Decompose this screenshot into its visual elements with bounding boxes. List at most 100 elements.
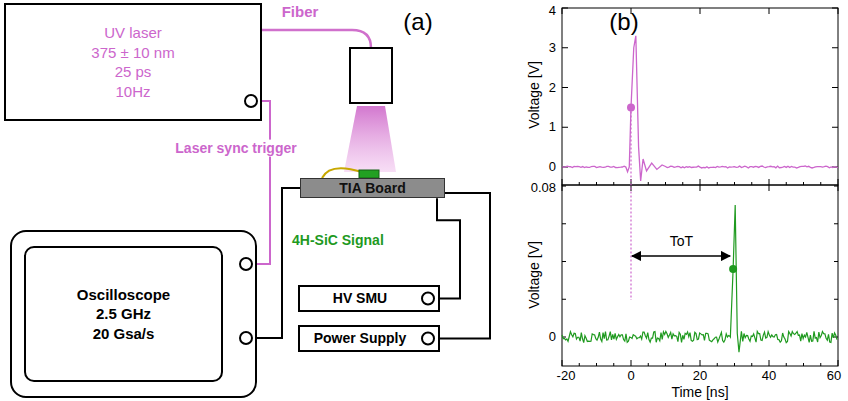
axis-tick [751,182,752,185]
axis-tick [613,182,614,185]
axis-tick [803,363,804,366]
tot-arrow [632,255,730,256]
axis-tick [579,182,580,185]
tick-label: 0.08 [531,180,556,196]
axis-tick [832,47,838,48]
axis-tick [769,8,770,14]
axis-tick [562,8,563,14]
screen-panel: Oscilloscope2.5 GHz20 Gsa/s [24,246,223,382]
axis-tick [769,185,770,191]
node-text: UV laser [104,23,162,43]
axis-tick [682,182,683,185]
axis-tick [562,299,566,300]
axis-tick [820,363,821,366]
fiber-cable [262,30,371,48]
axis-tick [834,223,838,224]
tia-board: TIA Board [300,178,445,198]
axis-tick [700,8,701,14]
trigger-guide [630,107,631,300]
tick-label: 3 [549,40,556,56]
axis-tick [579,363,580,366]
axis-tick [562,8,568,9]
panel-label: (b) [609,8,638,37]
node-text: 25 ps [115,62,152,82]
tick-label: 1 [549,119,556,135]
axis-title: Voltage [V] [526,241,543,309]
tick-label: 0 [549,329,556,345]
threshold-dot [627,103,635,111]
axis-tick [613,363,614,366]
axis-tick [682,363,683,366]
axis-tick [803,182,804,185]
axis-tick [734,363,735,366]
axis-tick [562,360,563,366]
node-text: Oscilloscope [77,285,170,305]
axis-tick [734,182,735,185]
connector-jack [422,293,434,305]
tick-label: 4 [549,3,556,19]
axis-tick [562,127,568,128]
node-text: HV SMU [333,289,387,307]
axis-tick [648,363,649,366]
laser-trace [562,36,838,181]
tick-label: 60 [827,368,841,384]
axis-tick [769,179,770,185]
axis-tick [717,182,718,185]
axis-tick [665,182,666,185]
threshold-dot [729,265,737,273]
axis-tick [838,179,839,185]
node-text: 20 Gsa/s [93,324,155,344]
tick-label: 0 [549,159,556,175]
tick-label: 0 [627,368,634,384]
axis-tick [832,8,838,9]
plot-frame [562,185,838,366]
sic-chip [359,170,379,178]
axis-tick [834,261,838,262]
axis-tick [562,223,566,224]
power-supply-box: Power Supply [298,325,440,352]
axis-tick [562,87,568,88]
tick-label: 40 [762,368,776,384]
tick-label: 20 [693,368,707,384]
node-text: Power Supply [314,329,407,347]
cable [257,188,300,338]
axis-tick [838,360,839,366]
laser-box: UV laser375 ± 10 nm25 ps10Hz [4,3,262,121]
axis-tick [786,182,787,185]
node-text: 375 ± 10 nm [91,43,174,63]
annotation-label: ToT [670,233,693,250]
cable [257,101,270,264]
axis-tick [700,179,701,185]
fiber-label: Fiber [282,3,319,21]
axis-tick [562,261,566,262]
axis-tick [786,363,787,366]
plot-frame [562,8,838,185]
hv-smu-box: HV SMU [298,285,440,312]
axis-tick [596,182,597,185]
axis-tick [820,182,821,185]
axis-tick [832,127,838,128]
edge-label: Laser sync trigger [173,140,298,157]
axis-tick [834,186,838,187]
axis-tick [717,363,718,366]
tick-label: 2 [549,80,556,96]
connector-jack [240,332,252,344]
oscilloscope: Oscilloscope2.5 GHz20 Gsa/s [10,230,257,398]
cable [437,198,460,298]
cable [440,193,490,339]
node-text: TIA Board [339,179,405,197]
panel-label: (a) [403,8,432,37]
connector-jack [245,95,257,107]
node-text: 10Hz [115,82,150,102]
axis-tick [665,363,666,366]
plot-traces [562,8,838,366]
axis-tick [834,299,838,300]
axis-title: Time [ns] [671,384,728,401]
node-text: 2.5 GHz [96,304,151,324]
axis-tick [832,87,838,88]
fiber-head [350,48,392,103]
axis-tick [631,360,632,366]
axis-tick [562,47,568,48]
tick-label: -20 [557,368,576,384]
